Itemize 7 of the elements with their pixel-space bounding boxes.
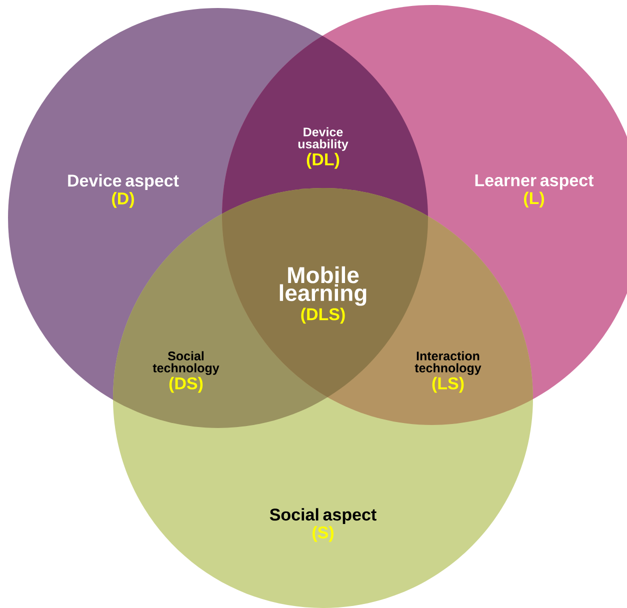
set-label: Social aspect (S) (270, 508, 376, 542)
region-label: Interaction technology (LS) (414, 351, 482, 393)
set-label: Learner aspect (L) (475, 174, 594, 208)
set-label: Device aspect (D) (68, 174, 179, 208)
region-label: Mobile learning (DLS) (280, 266, 366, 324)
region-label: Social technology (DS) (152, 351, 220, 393)
region-label: Device usability (DL) (298, 127, 348, 169)
